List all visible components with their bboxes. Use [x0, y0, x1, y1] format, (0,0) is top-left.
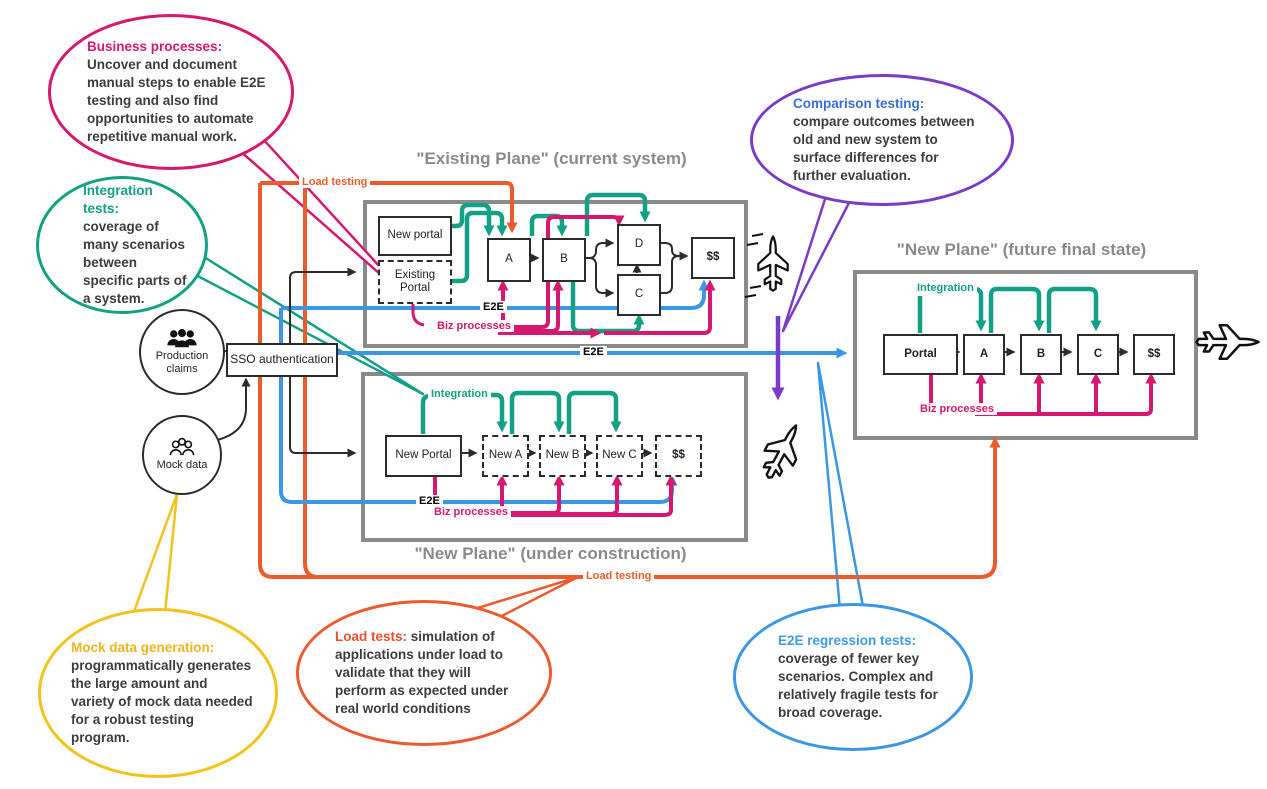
bubble-title: Load tests: — [335, 628, 411, 644]
node-c-existing: C — [617, 274, 661, 316]
node-new-portal-existing: New portal — [378, 216, 452, 256]
node-money-existing: $$ — [691, 237, 735, 279]
label-load-testing-bottom: Load testing — [583, 570, 655, 582]
node-new-a: New A — [482, 435, 529, 477]
label-integration-future: Integration — [914, 282, 977, 294]
bubble-integration-tests: Integration tests: coverage of many scen… — [36, 176, 208, 314]
bubble-title: Mock data generation: — [71, 639, 215, 655]
node-new-b: New B — [539, 435, 586, 477]
people-filled-icon — [167, 328, 197, 348]
label-biz-future: Biz processes — [917, 403, 997, 415]
node-b-future: B — [1020, 334, 1062, 375]
node-b-existing: B — [542, 238, 586, 282]
label-integration-under: Integration — [428, 388, 491, 400]
bubble-e2e-regression-tests: E2E regression tests: coverage of fewer … — [733, 603, 973, 751]
bubble-body: programmatically generates the large amo… — [71, 657, 253, 746]
label-biz-under: Biz processes — [431, 506, 511, 518]
bubble-title: Comparison testing: — [793, 95, 925, 111]
bubble-title: Integration tests: — [83, 182, 153, 216]
node-new-portal-under: New Portal — [385, 435, 462, 477]
existing-plane-title: "Existing Plane" (current system) — [416, 149, 687, 168]
node-new-c: New C — [596, 435, 643, 477]
airliner-icon — [762, 424, 798, 479]
node-existing-portal: Existing Portal — [378, 260, 452, 304]
bubble-body: simulation of applications under load to… — [335, 628, 509, 717]
label-load-testing-top: Load testing — [299, 176, 371, 188]
label-e2e-mid: E2E — [580, 346, 607, 358]
propeller-plane-icon — [757, 235, 789, 292]
mock-bubble-tail — [130, 492, 179, 619]
fighter-jet-icon — [1195, 323, 1260, 361]
bubble-business-processes: Business processes: Uncover and document… — [48, 14, 294, 170]
node-c-future: C — [1077, 334, 1119, 375]
bubble-mock-data-generation: Mock data generation: programmatically g… — [38, 608, 278, 778]
future-plane-title: "New Plane" (future final state) — [896, 240, 1147, 259]
bubble-body: compare outcomes between old and new sys… — [793, 113, 975, 184]
mock-data-label: Mock data — [156, 459, 208, 472]
sso-authentication-box: SSO authentication — [226, 343, 338, 377]
under-construction-title: "New Plane" (under construction) — [414, 544, 687, 563]
label-biz-existing: Biz processes — [434, 320, 514, 332]
production-claims-label: Production claims — [155, 349, 209, 375]
bubble-body: coverage of many scenarios between speci… — [83, 218, 187, 307]
node-a-future: A — [963, 334, 1005, 375]
people-outline-icon — [169, 438, 195, 456]
bubble-comparison-testing: Comparison testing: compare outcomes bet… — [750, 74, 1014, 206]
production-claims-circle: Production claims — [139, 309, 225, 395]
bubble-title: Business processes: — [87, 38, 223, 54]
label-e2e-existing: E2E — [480, 301, 507, 313]
node-money-future: $$ — [1133, 334, 1175, 375]
node-portal-future: Portal — [883, 334, 958, 375]
node-a-existing: A — [487, 238, 531, 282]
bubble-load-tests: Load tests: simulation of applications u… — [296, 600, 552, 746]
comparison-bubble-tail — [781, 194, 853, 333]
node-d-existing: D — [617, 224, 661, 266]
mock-data-circle: Mock data — [142, 415, 222, 495]
load-line-left-vertical — [258, 183, 322, 579]
node-money-under: $$ — [655, 435, 702, 477]
bubble-body: Uncover and document manual steps to ena… — [87, 56, 266, 145]
bubble-title: E2E regression tests: — [778, 632, 917, 648]
bubble-body: coverage of fewer key scenarios. Complex… — [778, 650, 938, 721]
